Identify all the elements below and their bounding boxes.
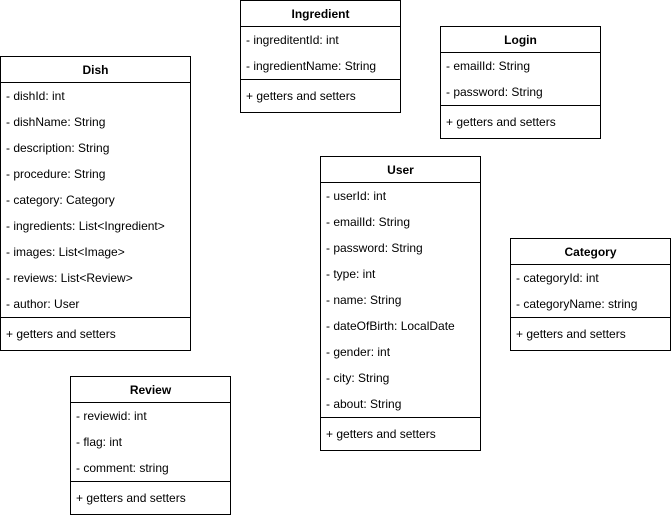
attribute: - city: String <box>326 371 390 385</box>
method: + getters and setters <box>246 89 356 103</box>
class-login[interactable]: Login - emailId: String - password: Stri… <box>440 26 601 139</box>
class-login-attributes: - emailId: String - password: String <box>441 53 600 106</box>
attribute: - description: String <box>6 141 110 155</box>
method: + getters and setters <box>76 491 186 505</box>
method: + getters and setters <box>6 327 116 341</box>
class-dish-name: Dish <box>1 57 190 83</box>
class-review-methods: + getters and setters <box>71 482 230 514</box>
method: + getters and setters <box>516 327 626 341</box>
method: + getters and setters <box>326 427 436 441</box>
class-dish[interactable]: Dish - dishId: int - dishName: String - … <box>0 56 191 351</box>
attribute: - reviewid: int <box>76 409 147 423</box>
class-dish-methods: + getters and setters <box>1 318 190 350</box>
class-user-attributes: - userId: int - emailId: String - passwo… <box>321 183 480 418</box>
attribute: - password: String <box>326 241 423 255</box>
attribute: - author: User <box>6 297 80 311</box>
attribute: - dishName: String <box>6 115 106 129</box>
attribute: - categoryName: string <box>516 297 638 311</box>
attribute: - userId: int <box>326 189 387 203</box>
attribute: - name: String <box>326 293 402 307</box>
attribute: - emailId: String <box>326 215 411 229</box>
class-review[interactable]: Review - reviewid: int - flag: int - com… <box>70 376 231 515</box>
class-login-name: Login <box>441 27 600 53</box>
class-ingredient[interactable]: Ingredient - ingreditentId: int - ingred… <box>240 0 401 113</box>
class-category-name: Category <box>511 239 670 265</box>
method: + getters and setters <box>446 115 556 129</box>
attribute: - comment: string <box>76 461 169 475</box>
class-category[interactable]: Category - categoryId: int - categoryNam… <box>510 238 671 351</box>
attribute: - reviews: List<Review> <box>6 271 133 285</box>
class-review-attributes: - reviewid: int - flag: int - comment: s… <box>71 403 230 482</box>
attribute: - flag: int <box>76 435 123 449</box>
attribute: - categoryId: int <box>516 271 599 285</box>
attribute: - about: String <box>326 397 402 411</box>
attribute: - ingredients: List<Ingredient> <box>6 219 165 233</box>
class-category-attributes: - categoryId: int - categoryName: string <box>511 265 670 318</box>
attribute: - ingreditentId: int <box>246 33 339 47</box>
attribute: - password: String <box>446 85 543 99</box>
attribute: - type: int <box>326 267 376 281</box>
attribute: - ingredientName: String <box>246 59 377 73</box>
attribute: - emailId: String <box>446 59 531 73</box>
class-ingredient-name: Ingredient <box>241 1 400 27</box>
attribute: - images: List<Image> <box>6 245 125 259</box>
attribute: - dateOfBirth: LocalDate <box>326 319 455 333</box>
class-review-name: Review <box>71 377 230 403</box>
class-user-methods: + getters and setters <box>321 418 480 450</box>
attribute: - procedure: String <box>6 167 106 181</box>
class-user[interactable]: User - userId: int - emailId: String - p… <box>320 156 481 451</box>
class-ingredient-attributes: - ingreditentId: int - ingredientName: S… <box>241 27 400 80</box>
attribute: - gender: int <box>326 345 391 359</box>
class-login-methods: + getters and setters <box>441 106 600 138</box>
class-user-name: User <box>321 157 480 183</box>
class-category-methods: + getters and setters <box>511 318 670 350</box>
attribute: - dishId: int <box>6 89 65 103</box>
attribute: - category: Category <box>6 193 115 207</box>
class-ingredient-methods: + getters and setters <box>241 80 400 112</box>
class-dish-attributes: - dishId: int - dishName: String - descr… <box>1 83 190 318</box>
